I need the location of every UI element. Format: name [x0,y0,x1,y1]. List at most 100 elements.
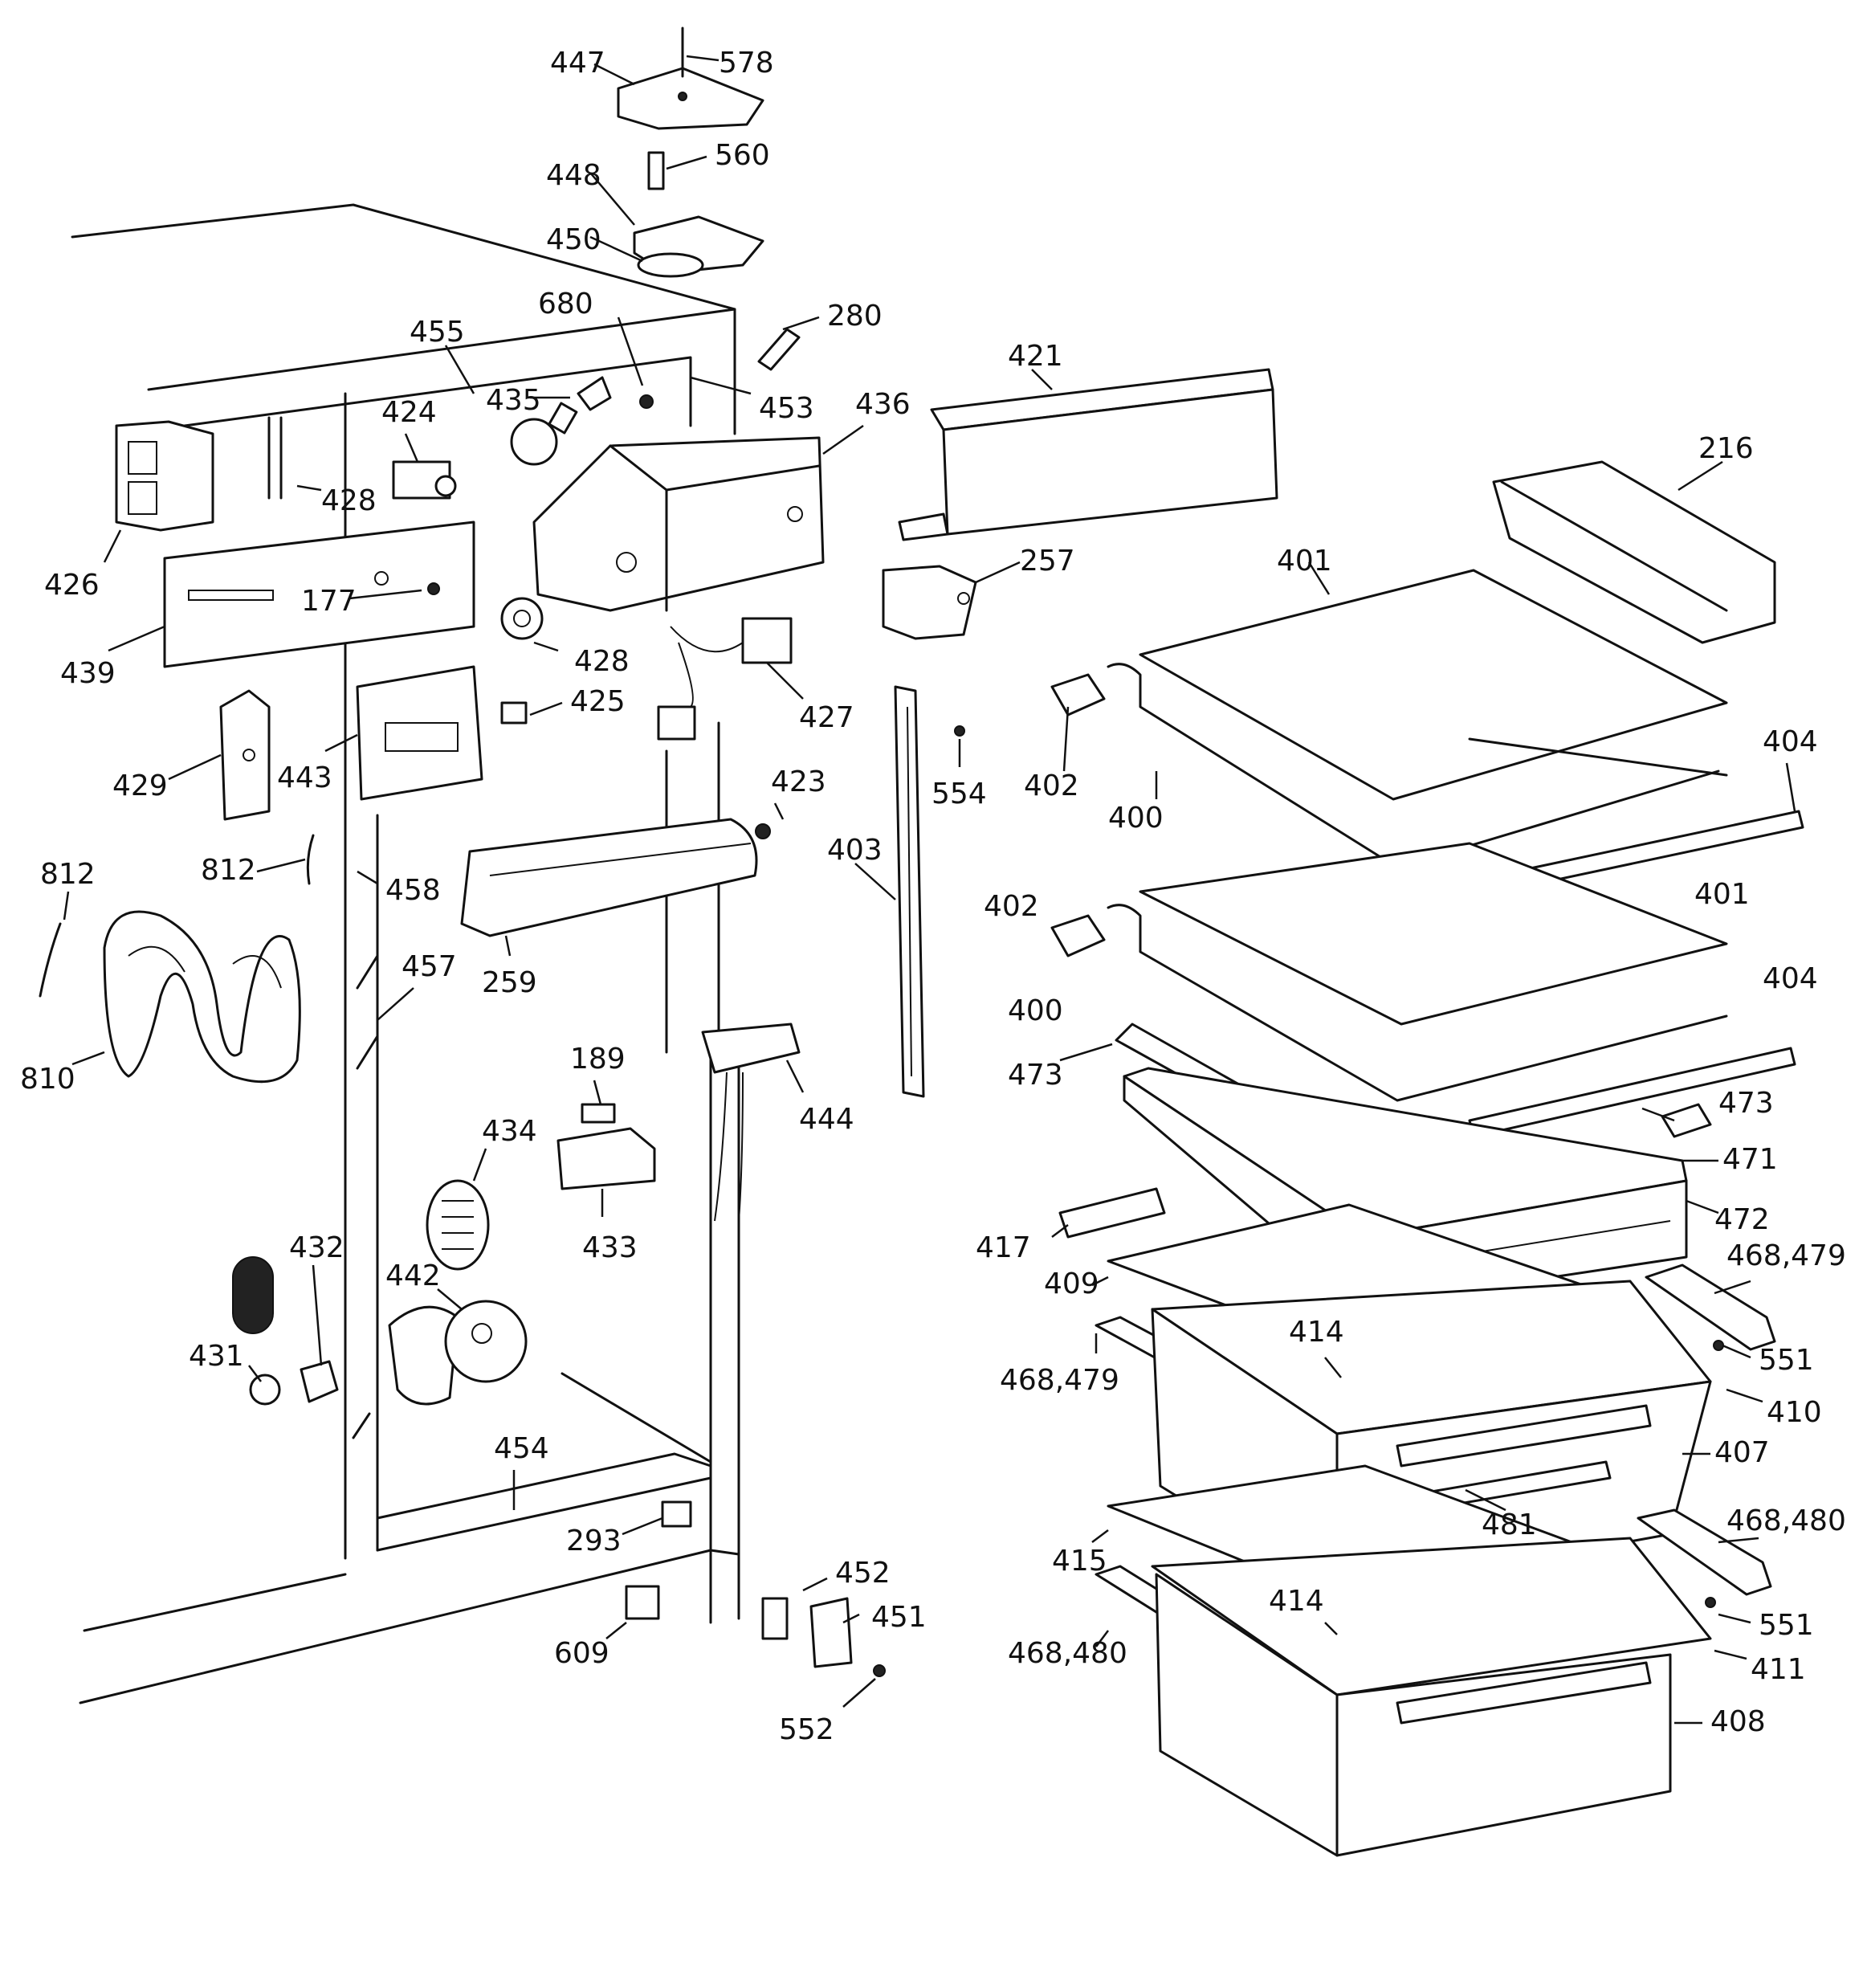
part-452 [761,1597,789,1640]
screw-551-a [1713,1340,1724,1351]
part-label-427: 427 [799,701,854,734]
part-label-409: 409 [1044,1268,1099,1300]
part-label-457: 457 [402,950,457,983]
part-label-451: 451 [871,1601,927,1634]
part-label-431: 431 [189,1340,244,1373]
part-label-428-gear: 428 [574,645,630,678]
part-label-471: 471 [1722,1143,1778,1176]
part-label-552: 552 [779,1713,834,1746]
heater-810 [103,910,301,1084]
top-mount-parts [115,27,825,937]
part-label-414-upper: 414 [1289,1316,1344,1349]
part-451 [809,1597,853,1668]
channel-421 [898,368,1278,541]
rail-403 [894,685,925,1098]
part-label-551-lower: 551 [1759,1609,1814,1642]
part-label-551-upper: 551 [1759,1344,1814,1377]
damper-442 [388,1300,528,1406]
door-bin-216 [1492,460,1776,644]
part-label-410: 410 [1767,1396,1822,1429]
part-label-216: 216 [1698,432,1754,465]
part-label-468-479-left: 468,479 [1000,1364,1119,1397]
part-label-448: 448 [546,159,601,192]
slide-468-479-right [1645,1263,1776,1351]
part-label-293: 293 [566,1525,622,1557]
part-label-400-mid: 400 [1008,994,1063,1027]
part-label-473-left: 473 [1008,1059,1063,1092]
part-label-404-top: 404 [1763,725,1818,758]
part-label-578: 578 [719,47,774,80]
part-label-453: 453 [759,392,814,425]
part-labels: 447 578 560 448 450 680 280 455 435 453 … [20,47,1846,1746]
screw-551-b [1705,1597,1716,1608]
part-label-609: 609 [554,1637,609,1670]
part-label-414-lower: 414 [1269,1585,1324,1618]
part-label-810: 810 [20,1063,75,1096]
part-label-417: 417 [976,1231,1031,1264]
tube-812a [39,922,62,998]
part-label-434: 434 [482,1115,537,1148]
part-417 [1058,1187,1166,1239]
part-label-472: 472 [1714,1203,1770,1236]
part-label-415: 415 [1052,1545,1107,1578]
part-432 [300,1360,339,1403]
leader-lines [63,55,1796,1725]
part-label-481: 481 [1482,1508,1537,1541]
part-257 [882,565,977,640]
part-label-401-top: 401 [1277,545,1332,578]
part-label-257: 257 [1020,545,1075,578]
part-label-407: 407 [1714,1436,1770,1469]
part-label-458: 458 [385,874,441,907]
part-label-404-mid: 404 [1763,962,1818,995]
part-label-436: 436 [855,388,911,421]
part-label-473-right: 473 [1718,1087,1774,1120]
part-label-402-mid: 402 [984,890,1039,923]
part-label-432: 432 [289,1231,344,1264]
part-label-442: 442 [385,1259,441,1292]
part-label-468-480-right: 468,480 [1726,1504,1846,1537]
shelf-401-mid [1050,842,1728,1102]
drawer-408 [1151,1537,1712,1857]
part-433 [556,1127,656,1190]
connector-444 [701,1023,801,1222]
part-label-560: 560 [715,139,770,172]
part-189 [581,1103,616,1124]
part-label-444: 444 [799,1103,854,1136]
part-label-468-480-left: 468,480 [1008,1637,1127,1670]
part-label-454: 454 [494,1432,549,1465]
part-label-435-socket: 435 [486,384,541,417]
part-label-421: 421 [1008,340,1063,373]
part-label-554: 554 [932,778,987,810]
screw-552 [873,1664,886,1677]
part-label-428-strip: 428 [321,484,377,517]
part-293 [661,1500,692,1528]
part-label-429: 429 [112,769,168,802]
part-label-443: 443 [277,761,332,794]
part-label-450: 450 [546,223,601,256]
shelf-401-top [1050,569,1728,869]
part-label-468-479-right: 468,479 [1726,1239,1846,1272]
slot-431 [232,1256,274,1334]
slide-468-480-right [1637,1508,1772,1596]
part-label-177: 177 [301,585,357,618]
part-label-455: 455 [410,316,465,349]
part-label-439: 439 [60,657,116,690]
part-label-680: 680 [538,288,593,320]
part-label-447: 447 [550,47,605,80]
part-label-280: 280 [827,300,883,333]
grommet-431 [249,1374,281,1406]
part-label-812-right: 812 [201,854,256,887]
part-label-433: 433 [582,1231,638,1264]
part-label-401-mid: 401 [1694,878,1750,911]
part-label-812-left: 812 [40,858,96,891]
part-label-259: 259 [482,966,537,999]
part-label-423: 423 [771,765,826,798]
part-label-402-top: 402 [1024,769,1079,802]
tube-812b [306,834,315,885]
part-label-189: 189 [570,1043,626,1076]
part-label-426: 426 [44,569,100,602]
part-label-400-top: 400 [1108,802,1164,835]
part-label-411: 411 [1751,1653,1806,1686]
part-609 [625,1585,660,1620]
